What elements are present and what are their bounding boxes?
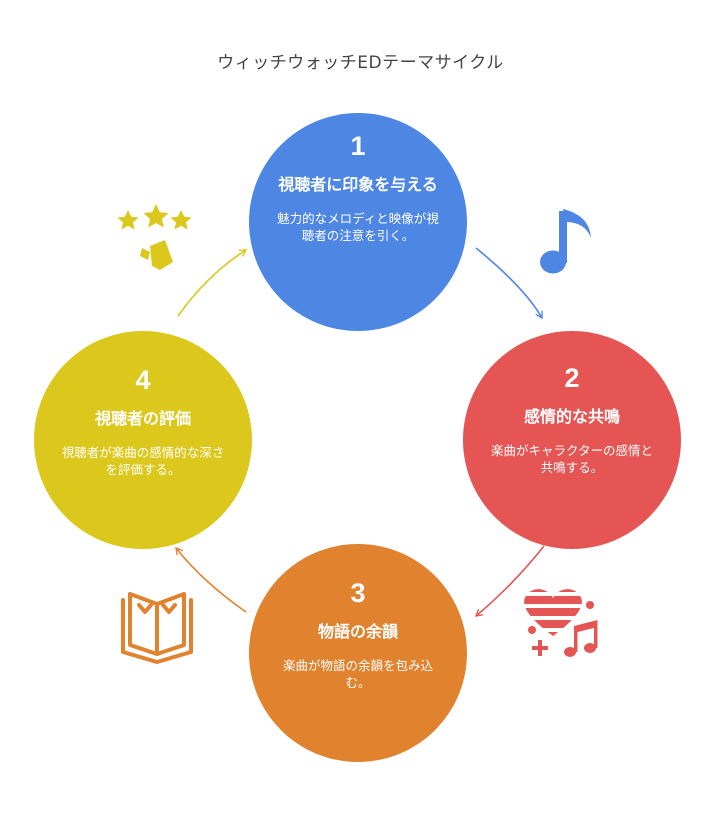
step-3-circle: 3 物語の余韻 楽曲が物語の余韻を包み込む。 [249,544,467,762]
step-3-heading: 物語の余韻 [317,622,398,641]
step-2-heading: 感情的な共鳴 [523,407,620,426]
step-2-circle: 2 感情的な共鳴 楽曲がキャラクターの感情と共鳴する。 [463,331,681,549]
arrow-1-to-2 [475,247,543,320]
step-1-number: 1 [350,131,366,161]
arrow-3-to-4 [175,546,247,613]
diagram-title: ウィッチウォッチEDテーマサイクル [217,53,504,73]
step-3-number: 3 [350,578,366,608]
step-4-description: 視聴者が楽曲の感情的な深さを評価する。 [61,445,225,477]
heart-music-icon [524,589,598,657]
step-4-number: 4 [135,365,151,395]
step-2-description: 楽曲がキャラクターの感情と共鳴する。 [490,443,653,475]
arrow-2-to-3 [474,545,545,617]
arrow-4-to-1 [177,249,248,317]
music-note-icon [540,209,591,274]
step-3-description: 楽曲が物語の余韻を包み込む。 [282,658,433,690]
step-2-number: 2 [564,363,580,393]
stars-rating-icon [117,204,192,270]
step-1-description: 魅力的なメロディと映像が視聴者の注意を引く。 [277,211,439,243]
open-book-icon [121,592,193,664]
step-1-heading: 視聴者に印象を与える [278,175,438,194]
step-4-circle: 4 視聴者の評価 視聴者が楽曲の感情的な深さを評価する。 [34,331,252,549]
step-1-circle: 1 視聴者に印象を与える 魅力的なメロディと映像が視聴者の注意を引く。 [249,113,467,331]
step-4-heading: 視聴者の評価 [94,409,191,428]
